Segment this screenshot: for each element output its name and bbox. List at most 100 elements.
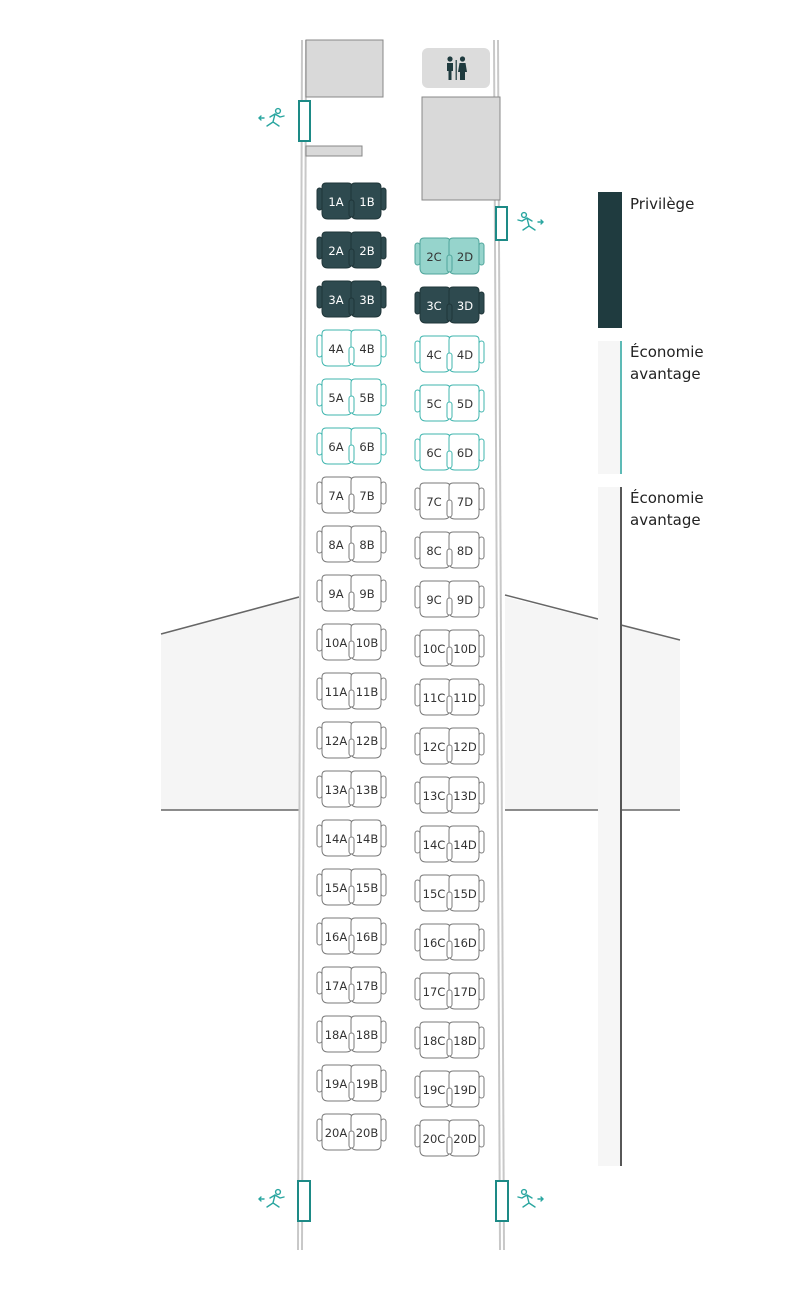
seat[interactable] <box>448 972 480 1010</box>
seat[interactable] <box>350 378 382 416</box>
armrest <box>348 346 355 365</box>
galley-front-right <box>421 96 501 201</box>
seat[interactable] <box>350 1113 382 1151</box>
seat[interactable] <box>350 770 382 808</box>
seat[interactable] <box>448 776 480 814</box>
door-front-right[interactable] <box>495 206 508 241</box>
seat[interactable] <box>448 237 480 275</box>
armrest <box>348 787 355 806</box>
seat[interactable] <box>448 629 480 667</box>
seat[interactable] <box>350 427 382 465</box>
seat[interactable] <box>448 678 480 716</box>
seat-label: 18B <box>356 1028 379 1042</box>
galley-partition <box>305 145 363 157</box>
seat[interactable] <box>448 286 480 324</box>
seat[interactable] <box>448 335 480 373</box>
seat[interactable] <box>448 825 480 863</box>
seat[interactable] <box>448 482 480 520</box>
seat[interactable] <box>448 580 480 618</box>
seat[interactable] <box>448 531 480 569</box>
legend-label-eco-avantage-1: Économie avantage <box>630 343 704 383</box>
seat[interactable] <box>350 574 382 612</box>
seat[interactable] <box>350 231 382 269</box>
seat-label: 20D <box>453 1132 477 1146</box>
seat[interactable] <box>448 1119 480 1157</box>
seat-label: 9C <box>426 593 441 607</box>
seat[interactable] <box>448 923 480 961</box>
seat[interactable] <box>350 917 382 955</box>
seat[interactable] <box>448 727 480 765</box>
seat[interactable] <box>350 819 382 857</box>
seat-label: 19C <box>423 1083 446 1097</box>
seat[interactable] <box>350 721 382 759</box>
seat[interactable] <box>448 1021 480 1059</box>
armrest <box>446 989 453 1008</box>
seat[interactable] <box>448 874 480 912</box>
seat[interactable] <box>350 476 382 514</box>
seat[interactable] <box>350 280 382 318</box>
seat-label: 7B <box>359 489 374 503</box>
seat[interactable] <box>350 525 382 563</box>
seat-label: 10C <box>423 642 446 656</box>
seat[interactable] <box>350 329 382 367</box>
armrest <box>446 940 453 959</box>
seat[interactable] <box>350 868 382 906</box>
seat[interactable] <box>448 384 480 422</box>
seat[interactable] <box>350 1064 382 1102</box>
seat[interactable] <box>350 182 382 220</box>
door-rear-left[interactable] <box>297 1180 311 1222</box>
door-front-left[interactable] <box>298 100 311 142</box>
seat[interactable] <box>350 1015 382 1053</box>
seat[interactable] <box>350 966 382 1004</box>
seat[interactable] <box>448 1070 480 1108</box>
seat-label: 6D <box>457 446 473 460</box>
seat[interactable] <box>350 623 382 661</box>
seat[interactable] <box>448 433 480 471</box>
seat-label: 8B <box>359 538 374 552</box>
left-wing-edge <box>160 596 300 635</box>
armrest <box>348 395 355 414</box>
door-rear-right[interactable] <box>495 1180 509 1222</box>
seat[interactable] <box>350 672 382 710</box>
emergency-exit-icon <box>517 211 544 231</box>
